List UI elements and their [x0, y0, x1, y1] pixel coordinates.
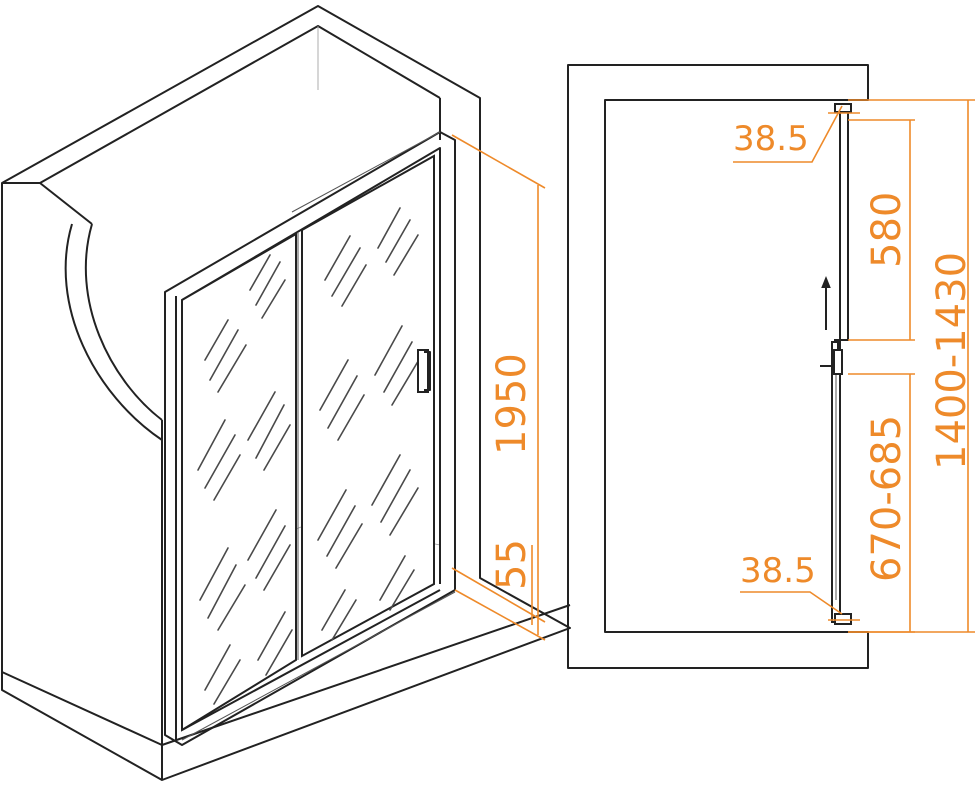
offset-bottom-label: 38.5 [740, 551, 816, 591]
plan-wall-outline [567, 64, 869, 669]
isometric-view [1, 5, 571, 781]
door-handle-icon [417, 349, 431, 393]
glass-panel-sliding [301, 154, 435, 658]
iso-dimensions [451, 134, 546, 641]
curved-wall [84, 223, 163, 421]
wall-outline [1, 5, 571, 781]
plan-handle-icon [820, 339, 843, 375]
fixed-panel-label: 580 [864, 192, 910, 268]
height-label: 1950 [489, 353, 535, 455]
glass-pattern [197, 207, 421, 705]
total-width-label: 1400-1430 [929, 252, 975, 470]
glass-panel-fixed [181, 232, 297, 732]
plan-view [567, 64, 869, 669]
plan-dimensions [733, 99, 975, 633]
plan-fixed-panel [839, 103, 849, 341]
base-label: 55 [489, 539, 535, 590]
offset-top-label: 38.5 [733, 119, 809, 159]
sliding-panel-label: 670-685 [864, 415, 910, 582]
